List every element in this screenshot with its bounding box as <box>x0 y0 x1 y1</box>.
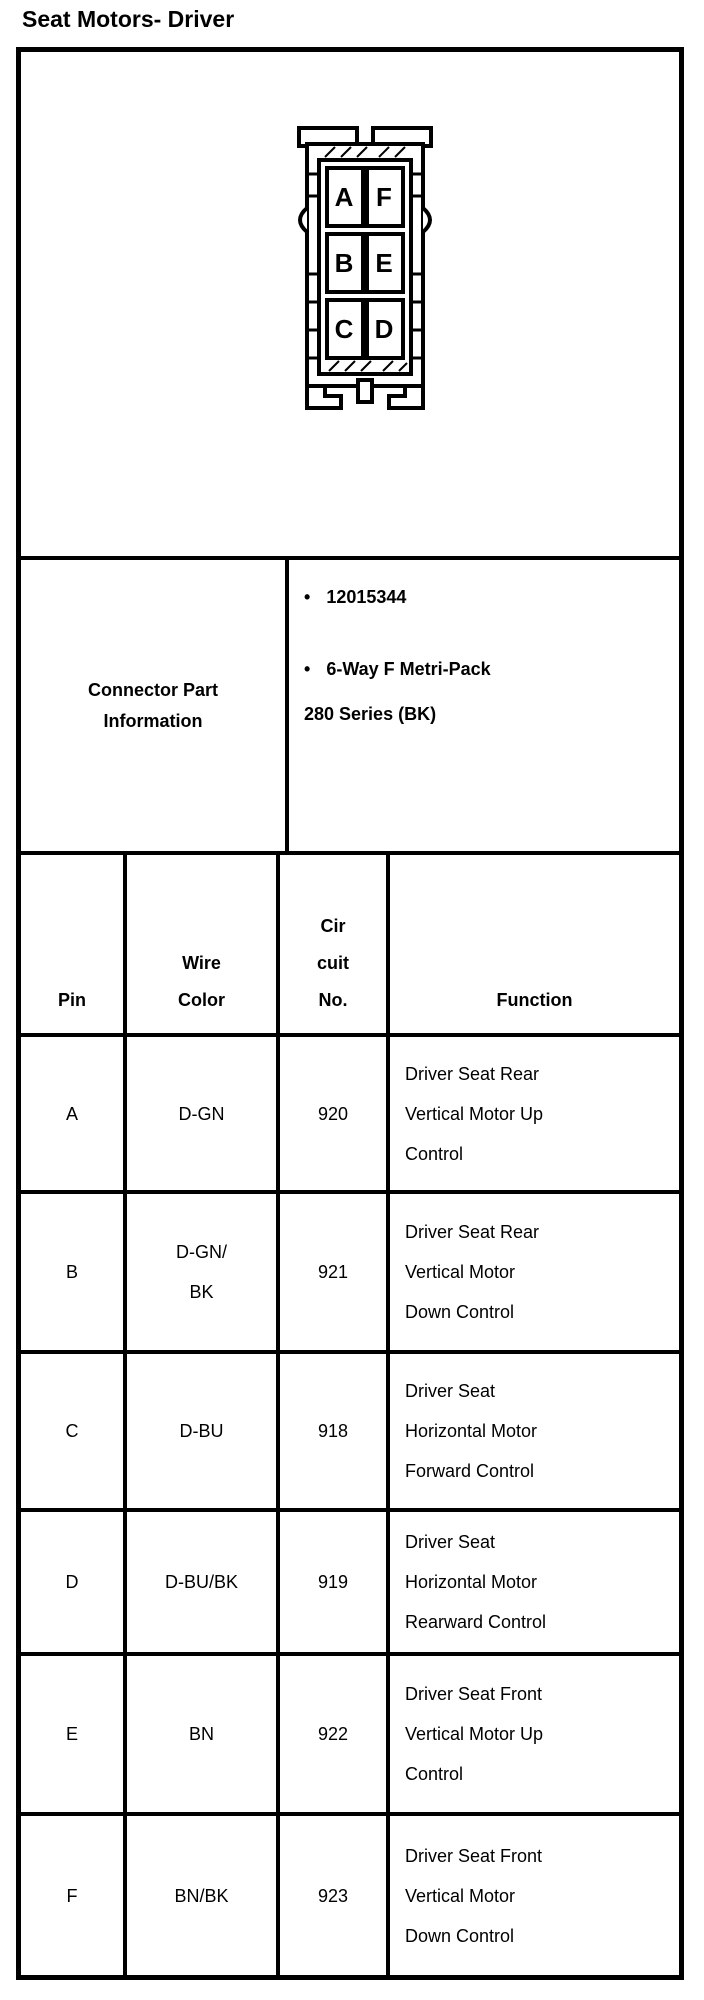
header-cell-circuit-no: Cir cuit No. <box>280 855 390 1033</box>
table-row-pin-d: D D-BU/BK 919 Driver Seat Horizontal Mot… <box>21 1512 679 1656</box>
wire-color-cell: D-GN/ BK <box>127 1194 280 1350</box>
part-info-details: •12015344 •6-Way F Metri-Pack 280 Series… <box>289 560 679 851</box>
table-row-pin-f: F BN/BK 923 Driver Seat Front Vertical M… <box>21 1816 679 1975</box>
pin-label-d: D <box>375 314 394 344</box>
circuit-no-cell: 922 <box>280 1656 390 1812</box>
wire-color-cell: D-BU/BK <box>127 1512 280 1652</box>
function-cell: Driver Seat Front Vertical Motor Down Co… <box>405 1845 543 1946</box>
connector-ear-left <box>298 206 309 234</box>
pin-label-a: A <box>335 182 354 212</box>
pin-cell: D <box>21 1512 127 1652</box>
table-row-pin-e: E BN 922 Driver Seat Front Vertical Moto… <box>21 1656 679 1816</box>
pin-cell: E <box>21 1656 127 1812</box>
pin-cell: C <box>21 1354 127 1508</box>
pin-cavity-a <box>325 166 365 228</box>
table-header-row: Pin Wire Color Cir cuit No. Function <box>21 855 679 1037</box>
wire-color-cell: D-GN <box>127 1037 280 1190</box>
part-info-bullet-2: •6-Way F Metri-Pack 280 Series (BK) <box>304 647 671 737</box>
header-cell-function: Function <box>496 990 573 1010</box>
part-info-label: Connector Part Information <box>21 560 289 851</box>
header-cell-pin: Pin <box>21 855 127 1033</box>
header-cell-wire-color: Wire Color <box>127 855 280 1033</box>
part-info-row: Connector Part Information •12015344 •6-… <box>21 560 679 855</box>
connector-center-tab <box>356 378 374 404</box>
connector-foot-right <box>387 384 425 410</box>
function-cell: Driver Seat Horizontal Motor Rearward Co… <box>405 1532 547 1632</box>
pin-label-c: C <box>335 314 354 344</box>
connector-ear-right <box>421 206 432 234</box>
pin-cavity-b <box>325 232 365 294</box>
connector-spec-table: A F B E C D Connector Part <box>16 47 684 1980</box>
connector-series: 6-Way F Metri-Pack 280 Series (BK) <box>304 659 491 724</box>
circuit-no-cell: 919 <box>280 1512 390 1652</box>
page-title: Seat Motors- Driver <box>22 6 235 32</box>
pin-cavity-e <box>365 232 405 294</box>
pin-label-f: F <box>376 182 392 212</box>
pin-cell: B <box>21 1194 127 1350</box>
pin-cavity-c <box>325 298 365 360</box>
connector-top-hatch <box>324 146 406 158</box>
pin-cell: F <box>21 1816 127 1975</box>
pin-cavity-f <box>365 166 405 228</box>
circuit-no-cell: 921 <box>280 1194 390 1350</box>
bullet-icon: • <box>304 659 311 679</box>
pin-cavity-d <box>365 298 405 360</box>
table-row-pin-c: C D-BU 918 Driver Seat Horizontal Motor … <box>21 1354 679 1512</box>
wire-color-cell: BN/BK <box>127 1816 280 1975</box>
circuit-no-cell: 918 <box>280 1354 390 1508</box>
connector-diagram-icon: A F B E C D <box>297 126 433 410</box>
part-number: 12015344 <box>326 587 407 607</box>
circuit-no-cell: 920 <box>280 1037 390 1190</box>
pin-cell: A <box>21 1037 127 1190</box>
connector-bottom-hatch <box>328 360 408 372</box>
circuit-no-cell: 923 <box>280 1816 390 1975</box>
function-cell: Driver Seat Horizontal Motor Forward Con… <box>405 1381 538 1481</box>
bullet-icon: • <box>304 587 311 607</box>
pin-label-e: E <box>375 248 392 278</box>
function-cell: Driver Seat Front Vertical Motor Up Cont… <box>405 1684 544 1784</box>
connector-foot-left <box>305 384 343 410</box>
table-row-pin-b: B D-GN/ BK 921 Driver Seat Rear Vertical… <box>21 1194 679 1354</box>
function-cell: Driver Seat Rear Vertical Motor Up Contr… <box>405 1063 544 1164</box>
connector-wall-ticks <box>307 172 423 360</box>
pin-label-b: B <box>335 248 354 278</box>
connector-diagram-cell: A F B E C D <box>21 52 679 560</box>
table-row-pin-a: A D-GN 920 Driver Seat Rear Vertical Mot… <box>21 1037 679 1194</box>
wire-color-cell: BN <box>127 1656 280 1812</box>
function-cell: Driver Seat Rear Vertical Motor Down Con… <box>405 1222 540 1322</box>
wire-color-cell: D-BU <box>127 1354 280 1508</box>
part-info-bullet-1: • 12015344 <box>304 575 671 620</box>
